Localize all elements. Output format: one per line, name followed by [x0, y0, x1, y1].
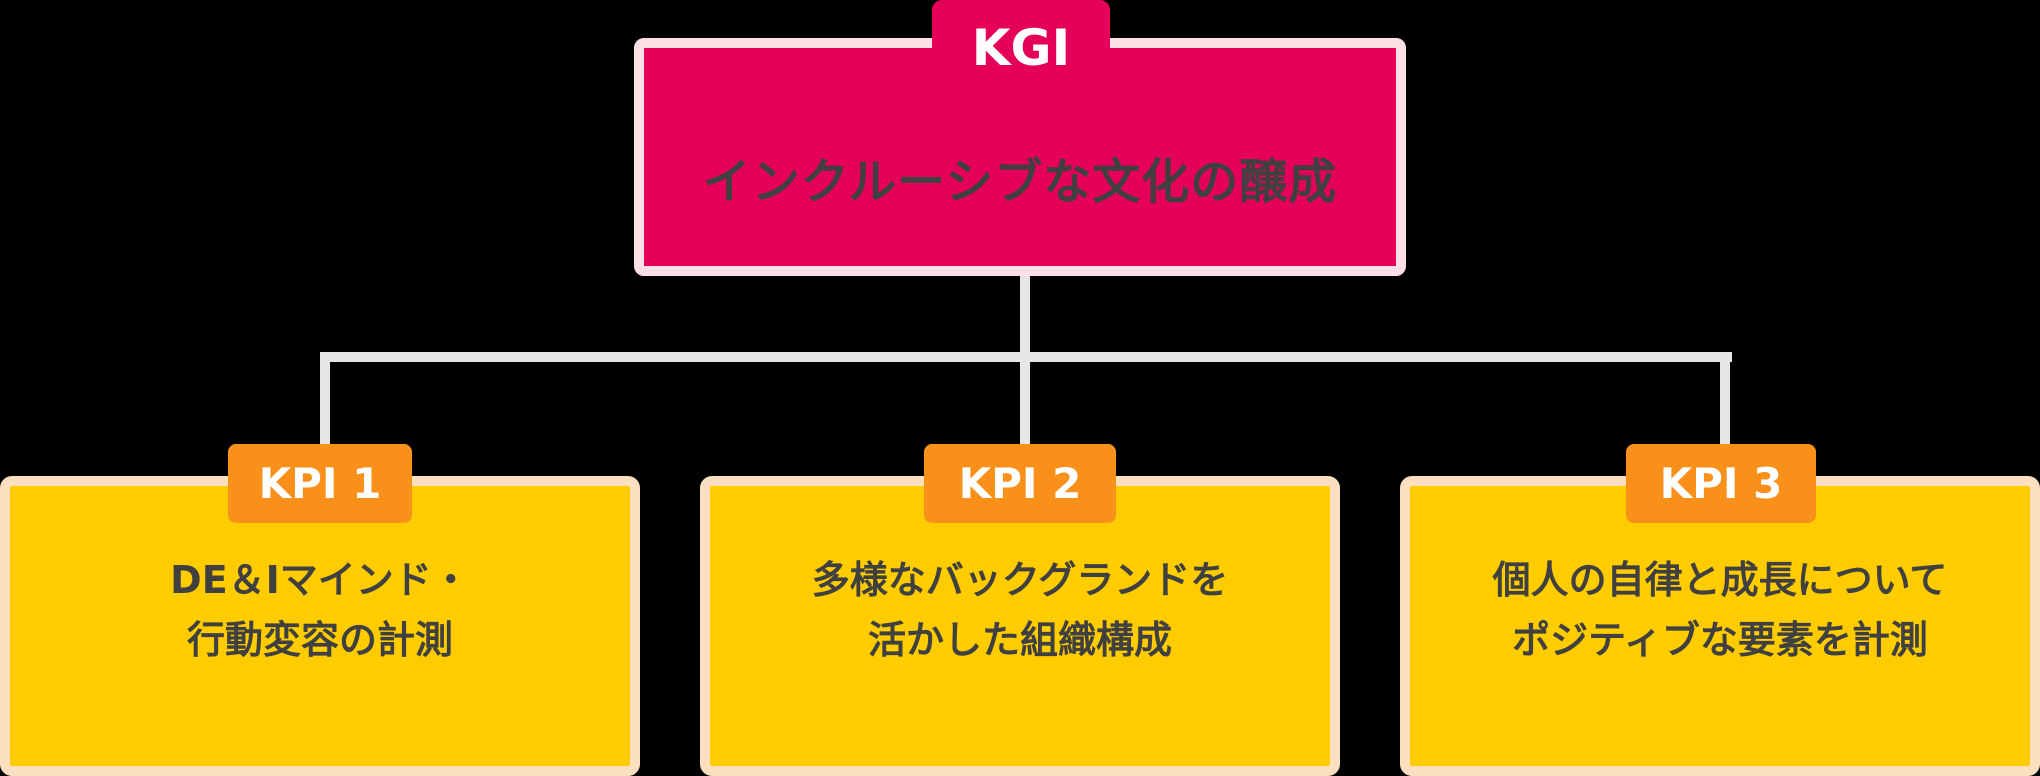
kpi2-text: 多様なバックグランドを 活かした組織構成	[812, 550, 1228, 670]
kpi3-tab-label: KPI 3	[1659, 459, 1783, 508]
kgi-title: インクルーシブな文化の醸成	[702, 154, 1338, 210]
kpi2-line2: 活かした組織構成	[867, 618, 1172, 662]
kpi1-tab-label: KPI 1	[258, 459, 382, 508]
kgi-tab-label: KGI	[971, 19, 1071, 77]
kpi3-line2: ポジティブな要素を計測	[1512, 618, 1928, 662]
kpi1-tab: KPI 1	[228, 444, 412, 523]
connector-kpi2	[1020, 352, 1030, 446]
kpi2-line1: 多様なバックグランドを	[811, 558, 1229, 602]
connector-kgi-down	[1020, 276, 1030, 362]
kpi1-text: DE＆Iマインド・ 行動変容の計測	[170, 550, 470, 670]
kpi1-box: DE＆Iマインド・ 行動変容の計測	[0, 476, 640, 776]
kpi3-tab: KPI 3	[1626, 444, 1816, 523]
kpi3-line1: 個人の自律と成長について	[1492, 558, 1948, 602]
kgi-tab: KGI	[932, 0, 1110, 92]
kgi-box: インクルーシブな文化の醸成	[634, 38, 1406, 276]
connector-kpi1	[320, 352, 330, 446]
kpi1-line1: DE＆Iマインド・	[170, 558, 470, 602]
kpi3-text: 個人の自律と成長について ポジティブな要素を計測	[1493, 550, 1948, 670]
kpi1-line2: 行動変容の計測	[186, 618, 453, 662]
kpi3-box: 個人の自律と成長について ポジティブな要素を計測	[1400, 476, 2040, 776]
kpi2-tab: KPI 2	[924, 444, 1116, 523]
connector-kpi3	[1720, 352, 1730, 446]
kpi2-tab-label: KPI 2	[958, 459, 1082, 508]
